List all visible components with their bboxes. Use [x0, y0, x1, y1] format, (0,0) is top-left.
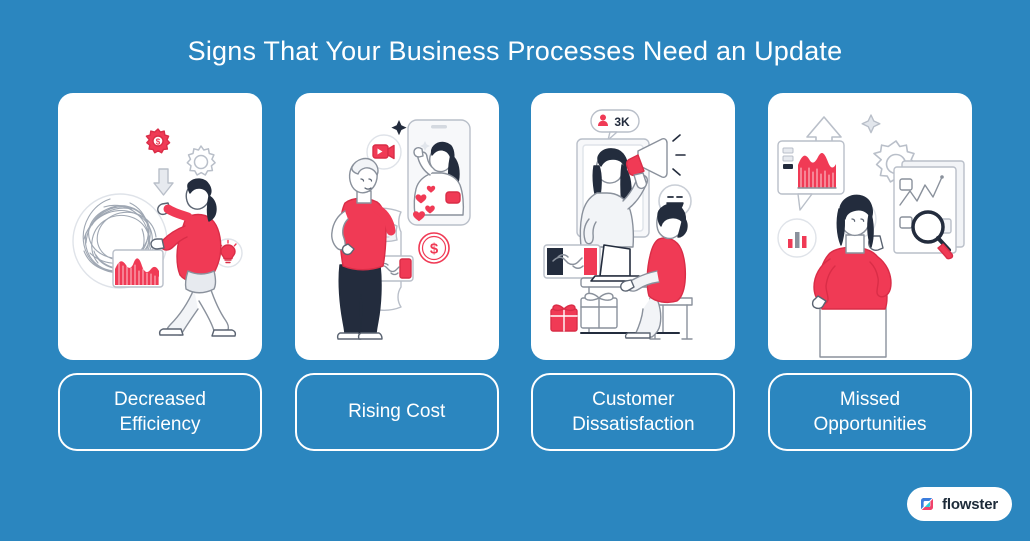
- down-arrow-icon: [153, 168, 174, 196]
- flowster-logo[interactable]: flowster: [907, 487, 1012, 521]
- gift-box-icon: [550, 292, 619, 332]
- chart-panel-icon: [777, 140, 845, 211]
- man-at-laptop: [620, 203, 694, 340]
- label-missed-opportunities[interactable]: Missed Opportunities: [767, 373, 972, 451]
- label-rising-cost[interactable]: Rising Cost: [294, 373, 499, 451]
- label-text: Rising Cost: [348, 401, 446, 423]
- flowster-swirl-icon: [918, 495, 936, 513]
- bar-chart-badge-icon: [777, 218, 817, 258]
- smartphone-icon: [406, 119, 471, 226]
- handshake-card-icon: [543, 244, 602, 279]
- illustration-card-missed-opportunities: ?: [767, 93, 972, 360]
- illustration-card-customer-dissatisfaction: 3K: [531, 93, 736, 360]
- thinking-woman-illustration: [811, 194, 892, 358]
- dollar-gear-icon: $: [145, 128, 171, 154]
- sparkle-icon: [391, 120, 407, 136]
- label-row: Decreased Efficiency Rising Cost Custome…: [58, 373, 972, 451]
- video-camera-icon: [365, 134, 402, 170]
- label-decreased-efficiency[interactable]: Decreased Efficiency: [58, 373, 262, 451]
- label-text: Missed Opportunities: [813, 388, 927, 435]
- illustration-card-row: $: [58, 93, 972, 360]
- label-customer-dissatisfaction[interactable]: Customer Dissatisfaction: [531, 373, 736, 451]
- label-text: Decreased Efficiency: [114, 388, 206, 435]
- person-pushing-illustration: [150, 178, 237, 337]
- sparkle-icon: [861, 114, 881, 134]
- flowster-logo-text: flowster: [942, 495, 998, 513]
- dollar-coin-icon: $: [417, 232, 450, 264]
- man-illustration: [330, 157, 396, 340]
- magnifier-icon: [911, 210, 954, 260]
- page-title: Signs That Your Business Processes Need …: [187, 36, 843, 66]
- illustration-card-rising-cost: $: [294, 93, 499, 360]
- followers-count-text: 3K: [615, 115, 631, 129]
- followers-badge-icon: 3K: [590, 109, 641, 141]
- gear-icon: [186, 145, 216, 176]
- svg-text:$: $: [156, 138, 161, 147]
- svg-text:$: $: [429, 241, 438, 258]
- megaphone-icon: [626, 134, 687, 190]
- declining-bar-chart-icon: [112, 249, 164, 288]
- label-text: Customer Dissatisfaction: [572, 388, 695, 435]
- illustration-card-decreased-efficiency: $: [58, 93, 262, 360]
- heart-icon: [412, 185, 435, 222]
